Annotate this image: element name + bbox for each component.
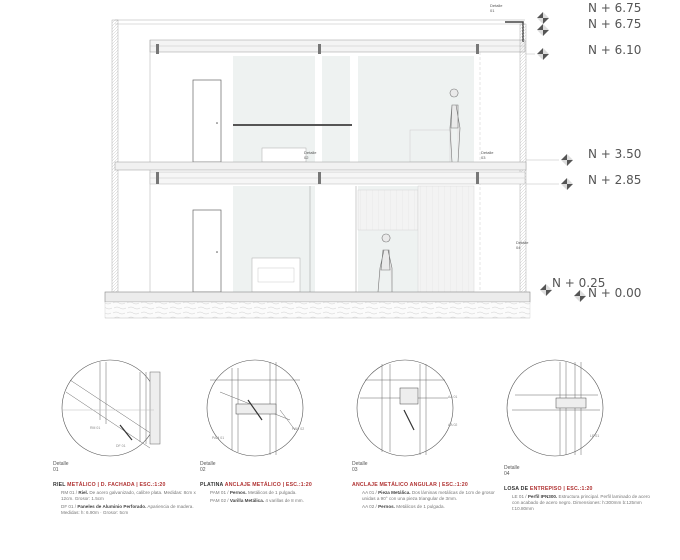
upper-floor — [192, 56, 474, 163]
ground-slab — [104, 291, 531, 319]
level-markers — [526, 12, 586, 302]
detail-01-drawing — [62, 362, 161, 449]
roof-slab — [115, 19, 526, 54]
level-label: N + 6.75 — [588, 17, 642, 31]
caption-title: RIEL METÁLICO | D. FACHADA | ESC.:1:20 — [53, 482, 166, 488]
caption-title: PLATINA ANCLAJE METÁLICO | ESC.:1:20 — [200, 482, 312, 488]
level-label: N + 6.10 — [588, 43, 642, 57]
intermediate-slab — [114, 161, 527, 185]
detail-callout: DF 01 — [116, 444, 126, 448]
detail-circles — [61, 359, 604, 457]
detail-callout: AA 02 — [448, 423, 458, 427]
level-label: N + 6.75 — [588, 1, 642, 15]
detail-caption-04: LOSA DE ENTREPISO | ESC.:1:20 LE 01 / Pe… — [504, 486, 654, 512]
detail-callout: AA 01 — [448, 395, 458, 399]
level-label: N + 3.50 — [588, 147, 642, 161]
lower-floor — [192, 185, 475, 293]
detail-02-drawing — [210, 362, 300, 455]
caption-item: AA 02 / Pernos. Metálicos de 1 pulgada. — [362, 504, 445, 509]
detail-04-drawing — [512, 362, 600, 455]
caption-item: LE 01 / Perfil IPN300. Estructura princi… — [512, 494, 650, 511]
level-label: N + 2.85 — [588, 173, 642, 187]
caption-title: LOSA DE ENTREPISO | ESC.:1:20 — [504, 486, 593, 492]
caption-item: DF 01 / Paneles de Aluminio Perforado. A… — [61, 504, 194, 515]
detail-callout: PAM 02 — [292, 427, 305, 431]
caption-item: AA 01 / Pieza Metálica. Dos láminas metá… — [362, 490, 495, 501]
caption-title: ANCLAJE METÁLICO ANGULAR | ESC.:1:20 — [352, 482, 468, 488]
detail-callout: PAM 01 — [212, 436, 225, 440]
detail-callout: RM 01 — [90, 426, 101, 430]
caption-item: RM 01 / Riel. De acero galvanizado, cali… — [61, 490, 196, 501]
level-label: N + 0.25 — [552, 276, 606, 290]
detail-caption-01: RIEL METÁLICO | D. FACHADA | ESC.:1:20 R… — [53, 482, 203, 516]
caption-item: PAM 02 / Varilla Metálica. 4 varillas de… — [210, 498, 304, 503]
detail-03-drawing — [360, 364, 448, 455]
caption-item: PAM 01 / Pernos. Metálicos de 1 pulgada. — [210, 490, 297, 495]
detail-caption-03: ANCLAJE METÁLICO ANGULAR | ESC.:1:20 AA … — [352, 482, 502, 510]
detail-caption-02: PLATINA ANCLAJE METÁLICO | ESC.:1:20 PAM… — [200, 482, 350, 504]
level-label: N + 0.00 — [588, 286, 642, 300]
detail-callout: LE 01 — [590, 434, 600, 438]
